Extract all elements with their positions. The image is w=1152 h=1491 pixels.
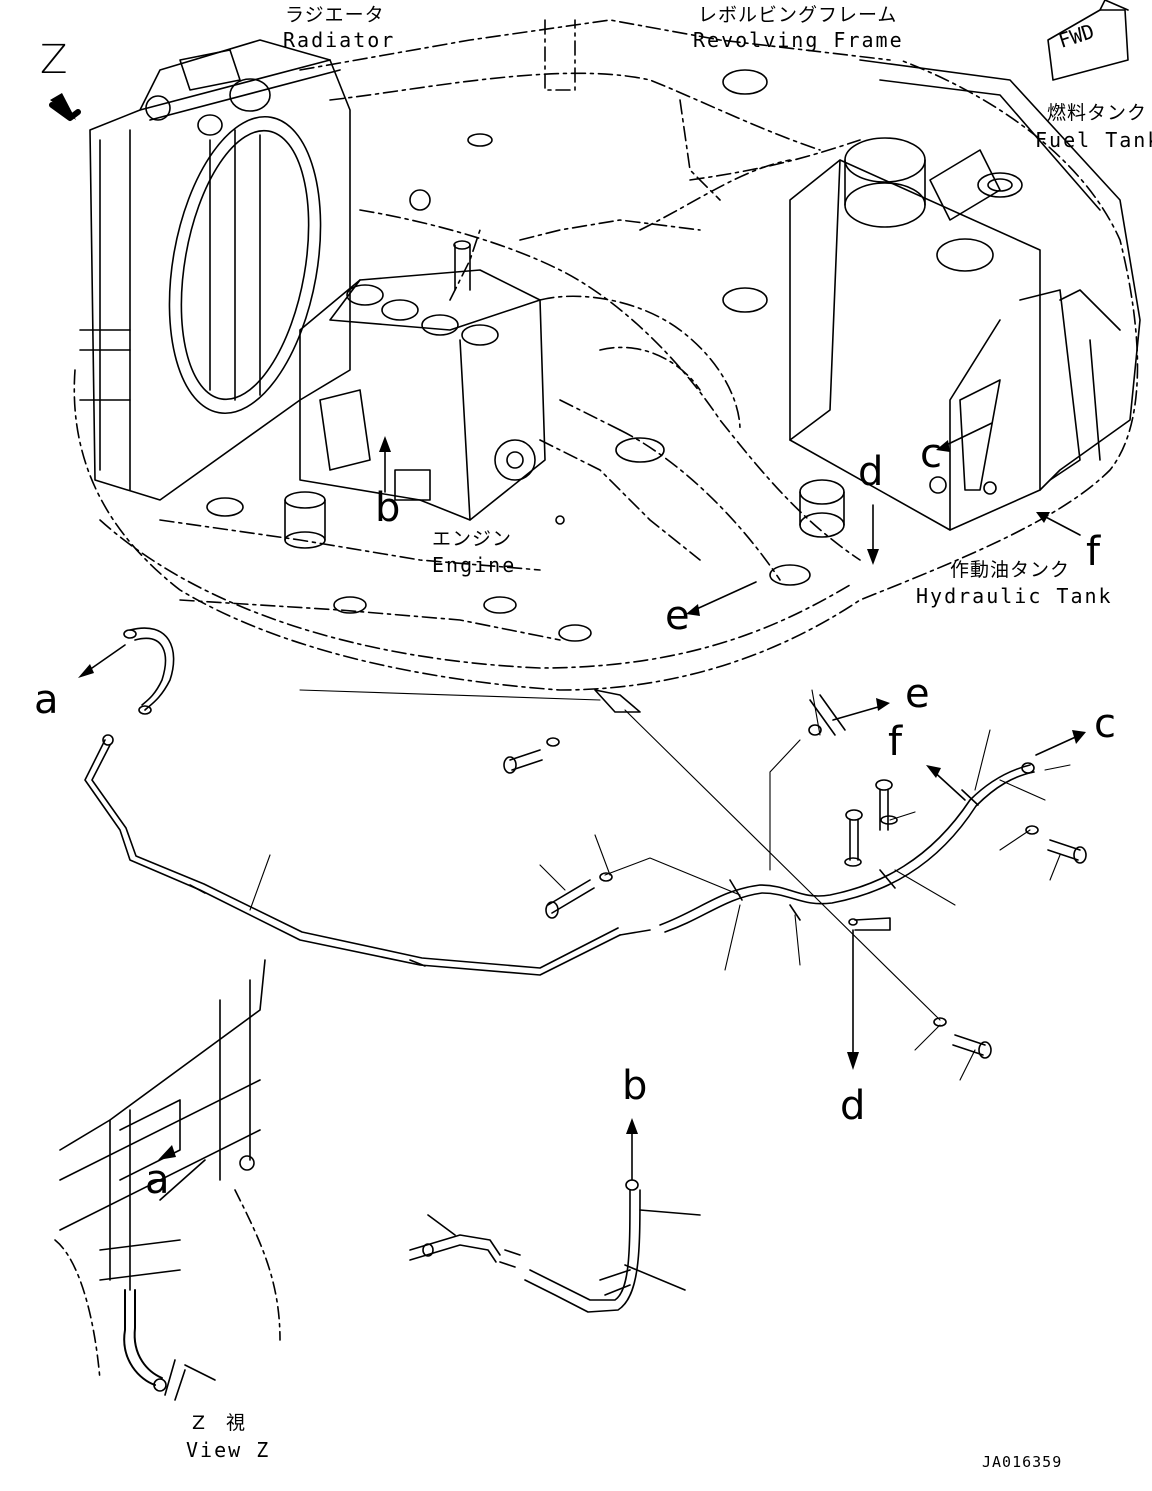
fuel-tank <box>859 59 1141 491</box>
callout-f-hose: f <box>888 719 903 765</box>
filter-canister <box>284 491 326 549</box>
callout-c-hose: c <box>1094 701 1116 747</box>
callout-a-view-z: a <box>145 1157 170 1203</box>
callout-d-tank: d <box>858 449 884 495</box>
revolving-frame-label-en: Revolving Frame <box>693 28 904 52</box>
arrows <box>81 422 1081 1181</box>
callout-c-tank: c <box>920 431 942 477</box>
hose-b-detail <box>409 1179 701 1313</box>
fwd-sign <box>1047 0 1129 81</box>
view-z-label-en: View Z <box>186 1438 271 1462</box>
hydraulic-tank-label-jp: 作動油タンク <box>950 559 1071 581</box>
fuel-tank-label-en: Fuel Tank <box>1035 128 1152 152</box>
hose-a <box>123 627 175 715</box>
drawing-number: JA016359 <box>982 1453 1063 1471</box>
frame-holes <box>206 69 811 642</box>
hydraulic-tank <box>789 137 1041 531</box>
callout-e-frame: e <box>665 593 690 639</box>
view-z-marker: Z <box>40 37 68 83</box>
view-z-detail <box>54 959 281 1401</box>
hose-assembly <box>659 762 1035 933</box>
engine-label-en: Engine <box>432 553 517 577</box>
callout-b-detail: b <box>622 1063 648 1109</box>
callout-f-tank: f <box>1086 529 1101 575</box>
steel-pipe <box>84 734 651 976</box>
callout-d-hose: d <box>840 1083 866 1129</box>
callout-a-top: a <box>34 677 59 723</box>
engine <box>299 240 546 521</box>
callout-b-engine: b <box>375 485 401 531</box>
fuel-tank-label-jp: 燃料タンク <box>1047 102 1148 124</box>
revolving-frame-label-jp: レボルビングフレーム <box>698 4 898 26</box>
callout-e-hose: e <box>905 671 930 717</box>
radiator-label-en: Radiator <box>283 28 396 52</box>
leader-lines <box>249 689 1071 1081</box>
revolving-frame <box>73 19 1139 691</box>
fasteners <box>503 689 1087 1059</box>
hydraulic-tank-label-en: Hydraulic Tank <box>916 584 1113 608</box>
view-z-label-jp: Z 視 <box>192 1412 247 1434</box>
engine-label-jp: エンジン <box>432 528 513 550</box>
drain-cap <box>799 479 845 538</box>
arrow-heads <box>50 93 1086 1160</box>
radiator-label-jp: ラジエータ <box>285 4 385 26</box>
radiator <box>79 39 351 501</box>
view-z-marker-arrow <box>49 102 81 121</box>
